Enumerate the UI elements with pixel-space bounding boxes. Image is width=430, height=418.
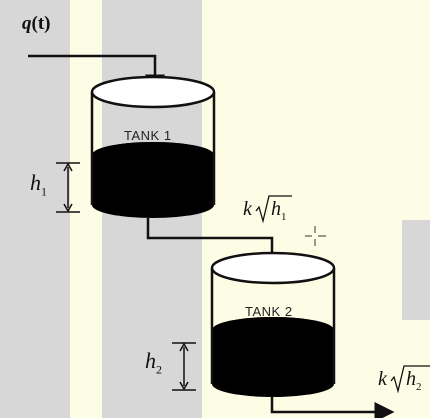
input-flow-arg: (t): [31, 13, 51, 34]
tank-1-liquid-surface: [92, 142, 214, 168]
h2-label: h2: [145, 348, 162, 377]
input-flow-label: q(t): [22, 14, 50, 33]
h1-subscript: 1: [41, 184, 47, 199]
flow1-radicand: h1: [271, 199, 287, 223]
crosshair-cursor-icon: [305, 226, 326, 246]
h2-subscript: 2: [156, 362, 162, 377]
tank-2-top-rim: [210, 251, 336, 285]
flow2-coef: k: [378, 368, 387, 390]
flow1-sqrt-sign: [255, 195, 292, 224]
flow2-sqrt-sign: [390, 365, 430, 394]
flow1-subscript: 1: [281, 211, 287, 223]
tank-2-label: TANK 2: [245, 304, 293, 319]
flow2-radicand: h2: [406, 369, 422, 393]
h1-label: h1: [30, 170, 47, 199]
outlet-pipe: [270, 396, 395, 418]
input-flow-var: q: [22, 13, 32, 34]
tank-2: [210, 251, 336, 397]
h1-base: h: [30, 170, 41, 195]
background-stripe-left: [0, 0, 70, 418]
tank-1-label: TANK 1: [124, 128, 172, 143]
flow1-label: k: [243, 199, 252, 219]
flow2-subscript: 2: [416, 381, 422, 393]
background-box-right: [402, 220, 430, 320]
h1-dimension: [56, 162, 80, 213]
h2-base: h: [145, 348, 156, 373]
flow1-var: h: [271, 198, 281, 220]
tank-1-top-rim: [90, 75, 216, 109]
tank-2-liquid-surface: [212, 317, 334, 343]
flow2-var: h: [406, 368, 416, 390]
tank-1: [90, 75, 216, 218]
h2-dimension: [172, 342, 196, 391]
flow1-coef: k: [243, 198, 252, 220]
flow2-label: k: [378, 369, 387, 389]
